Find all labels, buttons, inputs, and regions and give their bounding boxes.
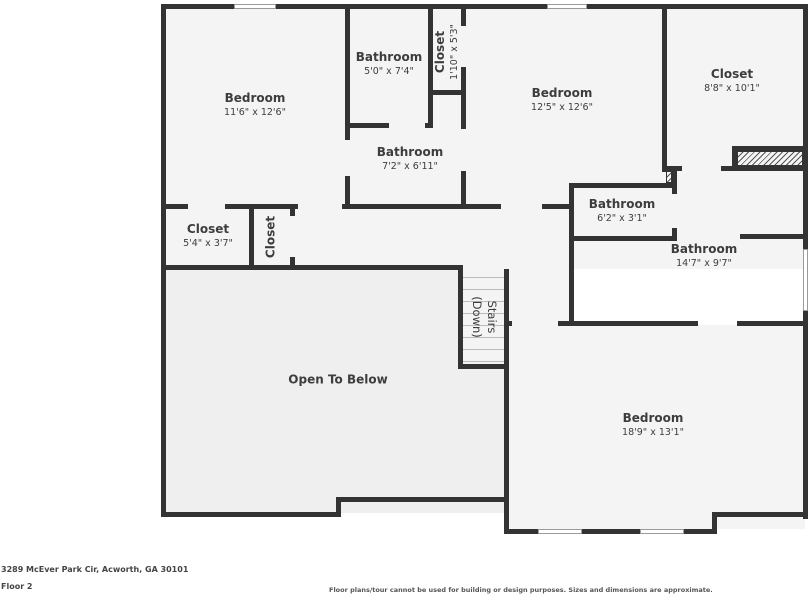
room-dimensions: 18'9" x 13'1": [622, 427, 684, 438]
disclaimer-text: Floor plans/tour cannot be used for buil…: [329, 586, 713, 594]
room-open-to-below: Open To Below: [288, 373, 387, 388]
wall: [336, 497, 508, 502]
room-bathroom-2: Bathroom 7'2" x 6'11": [377, 145, 443, 173]
wall: [569, 183, 574, 326]
wall: [504, 269, 509, 501]
room-dimensions: 14'7" x 9'7": [676, 258, 732, 269]
window: [234, 4, 276, 9]
wall: [161, 265, 463, 270]
wall: [461, 171, 466, 209]
wall: [504, 497, 509, 534]
wall: [712, 512, 717, 534]
wall: [461, 4, 466, 26]
room-dimensions: 1'10" x 5'3": [449, 24, 460, 80]
room-closet-4: Closet: [264, 216, 279, 258]
wall: [161, 512, 341, 517]
wall: [672, 166, 677, 194]
wall: [721, 166, 808, 171]
room-name: Bedroom: [622, 411, 684, 425]
room-dimensions: 5'4" x 3'7": [183, 238, 233, 249]
room-name: Stairs: [485, 300, 499, 334]
room-name: Bathroom: [376, 145, 444, 159]
stairs-treads: [463, 275, 504, 364]
floor-label: Floor 2: [1, 582, 33, 591]
room-dimensions: 11'6" x 12'6": [224, 107, 286, 118]
room-bedroom-2: Bedroom 12'5" x 12'6": [531, 86, 593, 114]
room-name: Closet: [710, 67, 754, 81]
room-bedroom-3: Bedroom 18'9" x 13'1": [622, 411, 684, 439]
wall: [569, 236, 677, 241]
room-name: Bedroom: [531, 86, 593, 100]
room-bathroom-3: Bathroom 6'2" x 3'1": [589, 197, 655, 225]
wall: [504, 529, 717, 534]
wall: [345, 176, 350, 209]
room-dimensions: (Down): [470, 296, 484, 338]
wall: [461, 67, 466, 129]
hatched-fixture: [666, 171, 672, 183]
room-name: Bathroom: [355, 50, 423, 64]
wall: [732, 146, 737, 170]
room-dimensions: 8'8" x 10'1": [704, 83, 760, 94]
wall: [732, 146, 808, 151]
wall: [425, 123, 433, 128]
room-name: Bedroom: [224, 91, 286, 105]
room-dimensions: 5'0" x 7'4": [364, 66, 414, 77]
wall: [161, 4, 166, 517]
room-stairs: Stairs (Down): [469, 296, 499, 338]
open-to-below-area: [164, 269, 505, 513]
room-closet-3: Closet 5'4" x 3'7": [183, 222, 233, 250]
wall: [161, 204, 188, 209]
wall: [672, 228, 677, 241]
wall: [542, 204, 574, 209]
room-name: Open To Below: [288, 372, 388, 387]
room-dimensions: 7'2" x 6'11": [382, 161, 438, 172]
wall: [336, 497, 341, 517]
wall: [345, 123, 389, 128]
wall: [161, 4, 808, 9]
wall: [342, 204, 501, 209]
room-bedroom-1: Bedroom 11'6" x 12'6": [224, 91, 286, 119]
room-name: Closet: [433, 30, 447, 74]
wall: [458, 265, 463, 369]
room-closet-1: Closet 1'10" x 5'3": [433, 24, 461, 80]
wall: [428, 4, 433, 128]
wall: [558, 321, 698, 326]
wall: [662, 4, 667, 172]
room-dimensions: 12'5" x 12'6": [531, 102, 593, 113]
wall: [737, 321, 808, 326]
wall: [569, 183, 677, 188]
room-name: Closet: [186, 222, 230, 236]
room-name: Closet: [263, 215, 278, 259]
room-dimensions: 6'2" x 3'1": [597, 213, 647, 224]
room-name: Bathroom: [670, 242, 738, 256]
window: [547, 4, 587, 9]
room-bathroom-4: Bathroom 14'7" x 9'7": [671, 242, 737, 270]
wall: [458, 364, 508, 369]
room-bathroom-1: Bathroom 5'0" x 7'4": [356, 50, 422, 78]
window: [803, 249, 808, 311]
wall: [428, 90, 465, 95]
wall: [225, 204, 298, 209]
wall: [712, 512, 808, 517]
wall: [740, 234, 808, 239]
wall: [290, 257, 295, 270]
wall: [249, 204, 254, 270]
room-closet-2: Closet 8'8" x 10'1": [704, 67, 760, 95]
wall: [345, 4, 350, 140]
wall: [290, 204, 295, 216]
address-label: 3289 McEver Park Cir, Acworth, GA 30101: [1, 565, 189, 574]
room-name: Bathroom: [588, 197, 656, 211]
window: [538, 529, 582, 534]
floor-fill-upper: [164, 7, 805, 269]
hatched-fixture: [737, 151, 803, 166]
floor-fill-bedroom-3: [507, 325, 805, 529]
window: [640, 529, 684, 534]
